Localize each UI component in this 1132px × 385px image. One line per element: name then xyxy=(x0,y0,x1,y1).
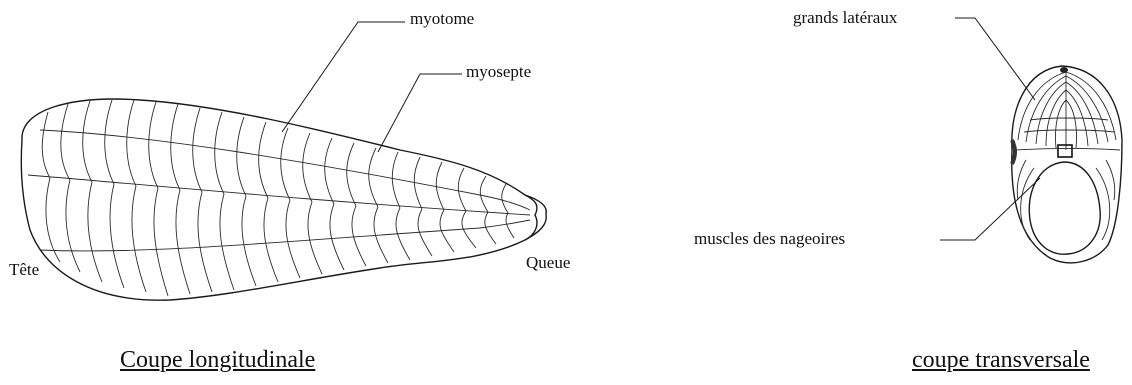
transverse-section xyxy=(940,18,1122,263)
caption-longitudinal: Coupe longitudinale xyxy=(120,348,315,372)
grands-lateraux-leader xyxy=(955,18,1035,100)
muscles-nageoires-label: muscles des nageoires xyxy=(694,230,845,247)
caption-transversal: coupe transversale xyxy=(912,348,1090,372)
myosepte-leader xyxy=(378,74,462,152)
myotome-leader xyxy=(282,22,405,132)
myotome-label: myotome xyxy=(410,10,474,27)
myosepte-lines-lower xyxy=(46,178,514,296)
dorsal-spot xyxy=(1060,67,1068,73)
tete-label: Tête xyxy=(9,261,39,278)
ventral-cavity xyxy=(1029,162,1100,254)
notochord xyxy=(1058,145,1072,157)
queue-label: Queue xyxy=(526,254,570,271)
grands-lateraux-label: grands latéraux xyxy=(793,9,897,26)
myosepte-label: myosepte xyxy=(466,63,531,80)
